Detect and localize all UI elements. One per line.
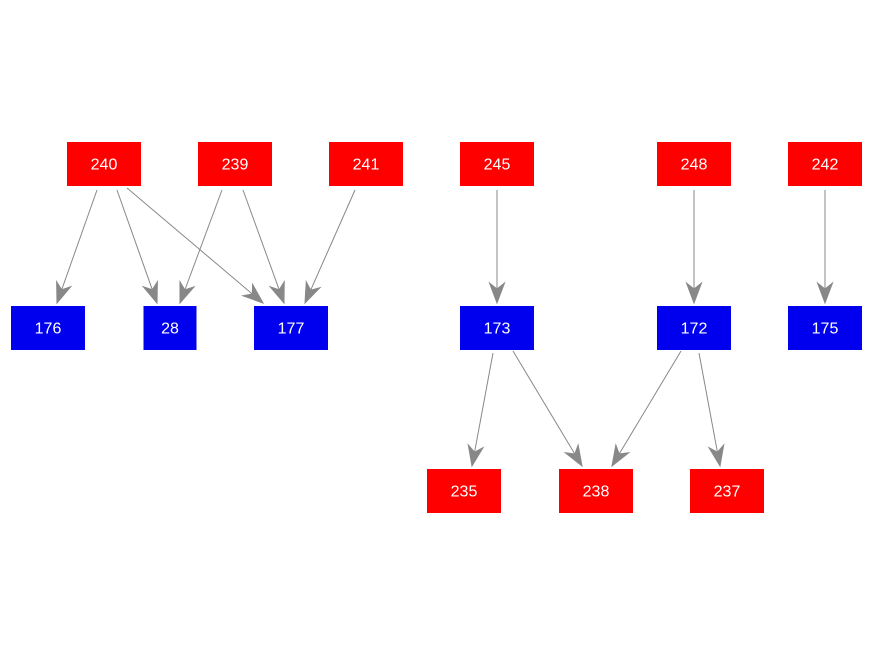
node-241: 241 (329, 142, 403, 186)
edge-239-28 (179, 189, 223, 305)
node-box (460, 306, 534, 350)
node-238: 238 (559, 469, 633, 513)
node-28: 28 (143, 306, 197, 350)
nodes-layer: 240 239 241 245 248 242 176 28 177 173 172 175 235 23… (11, 142, 862, 513)
edge-line (59, 189, 98, 294)
node-label: 241 (353, 157, 380, 174)
arrowhead (141, 279, 158, 305)
edge-240-177 (126, 187, 265, 304)
node-label: 175 (812, 321, 839, 338)
arrowhead (563, 443, 583, 468)
node-label: 28 (161, 321, 179, 338)
edges-layer (56, 187, 834, 468)
node-235: 235 (427, 469, 501, 513)
node-label: 177 (278, 321, 305, 338)
node-248: 248 (657, 142, 731, 186)
node-box (788, 306, 862, 350)
node-label: 172 (681, 321, 708, 338)
node-label: 176 (35, 321, 62, 338)
node-label: 248 (681, 157, 708, 174)
node-175: 175 (788, 306, 862, 350)
node-label: 238 (583, 484, 610, 501)
node-176: 176 (11, 306, 85, 350)
node-box (460, 142, 534, 186)
node-label: 245 (484, 157, 511, 174)
arrowhead (611, 443, 631, 468)
node-box (788, 142, 862, 186)
arrowhead (241, 282, 265, 304)
edge-248-172 (685, 190, 703, 305)
edge-240-176 (56, 189, 98, 305)
node-box (657, 142, 731, 186)
arrowhead (685, 281, 703, 305)
node-173: 173 (460, 306, 534, 350)
node-box (67, 142, 141, 186)
node-box (198, 142, 272, 186)
edge-172-238 (611, 350, 682, 468)
edge-line (116, 189, 155, 294)
edge-line (512, 350, 578, 458)
node-label: 239 (222, 157, 249, 174)
node-177: 177 (254, 306, 328, 350)
node-172: 172 (657, 306, 731, 350)
arrowhead (707, 443, 725, 468)
edge-245-173 (488, 190, 506, 305)
node-245: 245 (460, 142, 534, 186)
edge-line (183, 189, 223, 294)
arrowhead (304, 279, 322, 305)
arrowhead (268, 279, 285, 305)
edge-172-237 (698, 352, 725, 468)
edge-239-177 (242, 189, 285, 305)
node-box (143, 306, 197, 350)
node-label: 173 (484, 321, 511, 338)
edge-line (473, 352, 494, 457)
edge-240-28 (116, 189, 158, 305)
node-box (329, 142, 403, 186)
node-box (690, 469, 764, 513)
edge-173-235 (467, 352, 494, 468)
node-240: 240 (67, 142, 141, 186)
arrowhead (816, 281, 834, 305)
node-239: 239 (198, 142, 272, 186)
node-label: 237 (714, 484, 741, 501)
node-237: 237 (690, 469, 764, 513)
edge-line (616, 350, 682, 458)
edge-241-177 (304, 189, 356, 305)
arrowhead (56, 279, 73, 305)
edge-line (126, 187, 256, 297)
node-box (11, 306, 85, 350)
arrowhead (467, 443, 485, 468)
edge-line (242, 189, 282, 294)
node-box (427, 469, 501, 513)
edge-line (308, 189, 356, 295)
edge-173-238 (512, 350, 583, 468)
node-label: 240 (91, 157, 118, 174)
edge-line (698, 352, 719, 457)
node-label: 242 (812, 157, 839, 174)
node-box (254, 306, 328, 350)
node-242: 242 (788, 142, 862, 186)
node-box (657, 306, 731, 350)
arrowhead (488, 281, 506, 305)
edge-242-175 (816, 190, 834, 305)
node-label: 235 (451, 484, 478, 501)
node-box (559, 469, 633, 513)
arrowhead (179, 279, 196, 305)
